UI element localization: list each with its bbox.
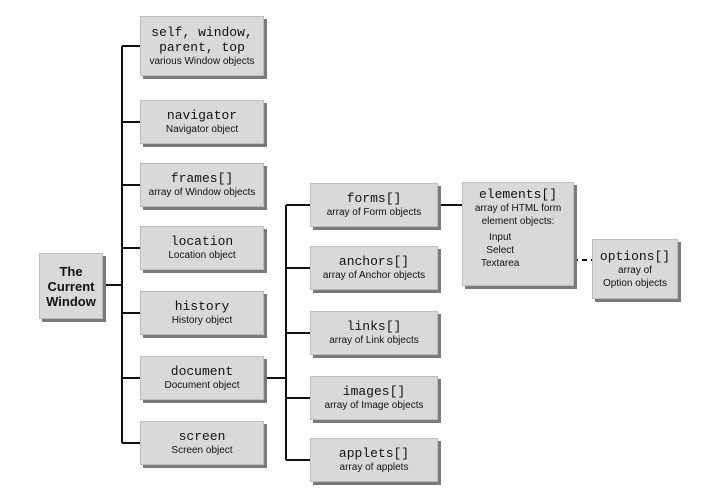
node-desc: array of HTML form element objects: (474, 203, 562, 227)
element-type-textarea: Textarea (481, 258, 520, 269)
root-label-line-3: Window (46, 293, 96, 309)
node-desc: array of Form objects (326, 207, 422, 218)
node-desc: array of Image objects (324, 400, 424, 411)
screen-box: screen Screen object (140, 421, 264, 465)
node-name: anchors[] (338, 254, 410, 269)
node-desc: array of Anchor objects (322, 270, 426, 281)
node-name: document (170, 364, 234, 379)
element-types-list: Input Select Textarea (481, 231, 519, 270)
node-desc: array of Window objects (148, 187, 256, 198)
node-desc: Document object (164, 380, 240, 391)
node-desc: array of Option objects (603, 264, 667, 289)
node-name: frames[] (170, 171, 234, 186)
node-name: options[] (599, 248, 671, 264)
elements-box: elements[] array of HTML form element ob… (462, 182, 574, 286)
self-window-parent-top-box: self, window, parent, top various Window… (140, 16, 264, 76)
history-box: history History object (140, 291, 264, 335)
root-label-line-1: The (59, 263, 83, 279)
node-desc: Location object (168, 250, 236, 261)
node-name: self, window, parent, top (151, 24, 253, 55)
location-box: location Location object (140, 226, 264, 270)
current-window-box: The Current Window (39, 253, 103, 319)
node-desc: Navigator object (165, 124, 239, 135)
applets-box: applets[] array of applets (310, 438, 438, 482)
node-name: screen (178, 429, 226, 444)
node-name: history (174, 299, 230, 314)
node-desc: array of applets (339, 462, 409, 473)
node-desc: Screen object (171, 445, 233, 456)
options-box: options[] array of Option objects (592, 239, 678, 299)
links-box: links[] array of Link objects (310, 311, 438, 355)
node-name: images[] (342, 384, 406, 399)
node-name: elements[] (478, 187, 557, 202)
node-name: navigator (166, 108, 238, 123)
frames-box: frames[] array of Window objects (140, 163, 264, 207)
forms-box: forms[] array of Form objects (310, 183, 438, 227)
node-name: links[] (346, 319, 402, 334)
node-name: applets[] (338, 446, 410, 461)
root-label-line-2: Current (47, 278, 95, 294)
element-type-input: Input (489, 232, 512, 243)
navigator-box: navigator Navigator object (140, 100, 264, 144)
document-box: document Document object (140, 356, 264, 400)
node-name: location (170, 234, 234, 249)
anchors-box: anchors[] array of Anchor objects (310, 246, 438, 290)
node-desc: History object (171, 315, 233, 326)
node-desc: array of Link objects (329, 335, 419, 346)
element-type-select: Select (486, 245, 515, 256)
node-name: forms[] (346, 191, 402, 206)
images-box: images[] array of Image objects (310, 376, 438, 420)
node-desc: various Window objects (149, 55, 255, 67)
